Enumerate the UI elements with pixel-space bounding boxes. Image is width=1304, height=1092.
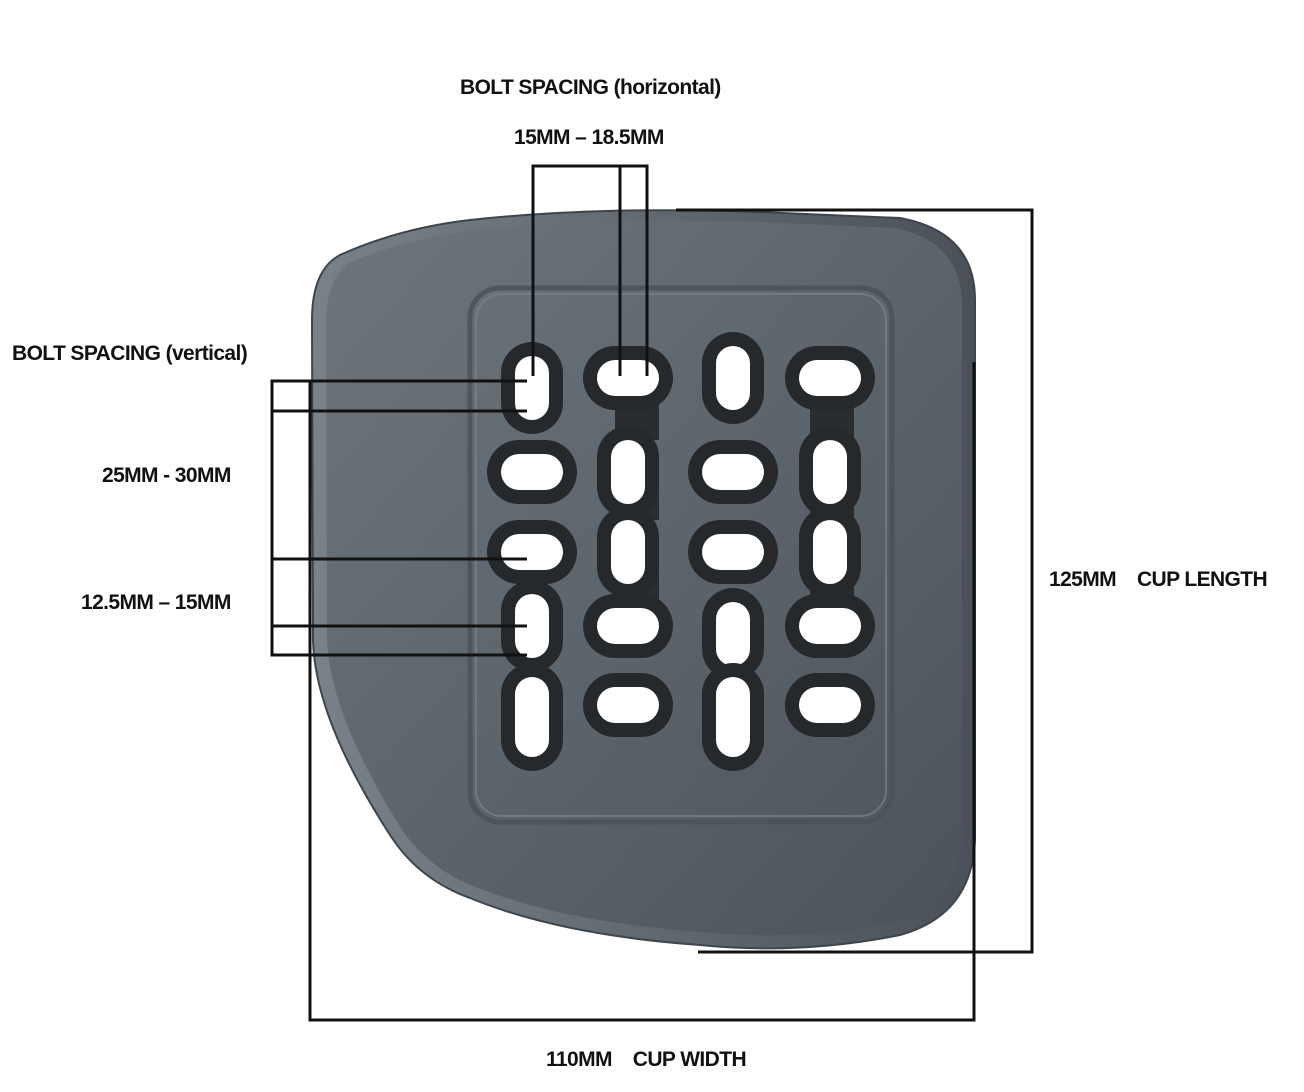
bolt-slot-hole — [611, 520, 645, 584]
bolt-slot-hole — [515, 594, 549, 658]
bolt-spacing-horizontal-value: 15MM – 18.5MM — [514, 126, 664, 149]
bolt-slot-hole — [799, 360, 861, 396]
bolt-slot-hole — [702, 534, 764, 570]
cup-width-bracket — [308, 362, 976, 1022]
bolt-slot-hole — [515, 677, 549, 757]
bolt-slot-hole — [799, 687, 861, 723]
bolt-slot-hole — [611, 440, 645, 504]
shin-cup — [310, 209, 976, 950]
horizontal-spacing-bracket — [531, 164, 649, 376]
bolt-slot-hole — [501, 534, 563, 570]
bolt-slot-hole — [716, 677, 750, 757]
bolt-slot-hole — [597, 360, 659, 396]
cup-length-label: 125MM CUP LENGTH — [1049, 568, 1267, 591]
bolt-slot-hole — [716, 346, 750, 410]
cup-length-bracket — [676, 208, 1034, 954]
bolt-slot-hole — [813, 520, 847, 584]
bolt-slot-hole — [716, 602, 750, 666]
bolt-slot-hole — [813, 440, 847, 504]
cup-inner-recess-highlight — [475, 293, 887, 817]
bolt-slot-hole — [597, 687, 659, 723]
cup-inner-recess — [467, 285, 895, 825]
bolt-spacing-vertical-value-a: 25MM - 30MM — [102, 464, 231, 487]
bolt-spacing-vertical-title: BOLT SPACING (vertical) — [12, 342, 247, 365]
bolt-slot-hole — [702, 454, 764, 490]
horizontal-spacing-line-outer — [531, 164, 649, 376]
vertical-spacing-bracket — [270, 379, 527, 657]
bolt-slot-hole — [799, 608, 861, 644]
vertical-spacing-line-a — [270, 379, 527, 657]
bolt-slot-hole — [515, 356, 549, 420]
cup-width-label: 110MM CUP WIDTH — [546, 1048, 746, 1071]
bolt-spacing-horizontal-title: BOLT SPACING (horizontal) — [460, 76, 721, 99]
bolt-slot-hole — [501, 454, 563, 490]
bolt-spacing-vertical-value-b: 12.5MM – 15MM — [81, 591, 231, 614]
bolt-slot-hole — [597, 608, 659, 644]
